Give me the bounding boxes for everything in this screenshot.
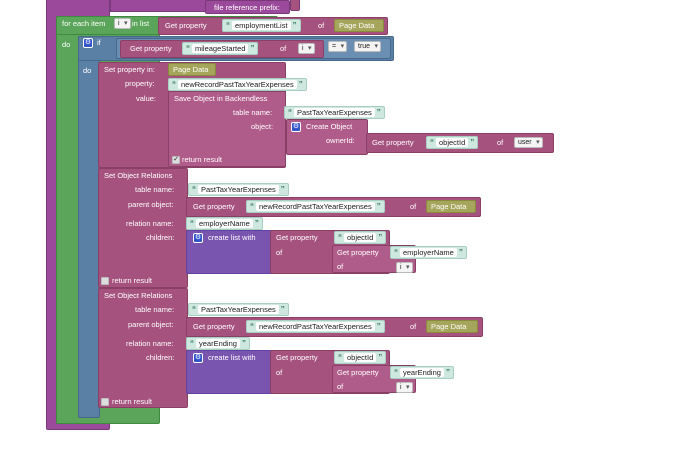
relations-2-deep-var-dropdown[interactable]: i xyxy=(396,382,413,393)
relations-1-relation-string[interactable]: “employerName” xyxy=(186,217,263,230)
create-object-gear-icon[interactable]: ⚙ xyxy=(291,122,301,132)
relations-2-relation-string[interactable]: “yearEnding” xyxy=(186,337,250,350)
if-do-label: do xyxy=(83,66,92,75)
relations-1-create-list-label: create list with xyxy=(208,233,256,242)
relations-2-inner-get-label: Get property xyxy=(276,353,318,362)
create-object-label: Create Object xyxy=(306,122,353,131)
true-value-dropdown[interactable]: true xyxy=(354,41,382,52)
relations-1-deep-of-label: of xyxy=(337,262,344,271)
relations-2-table-name-label: table name: xyxy=(135,305,175,314)
relations-1-title: Set Object Relations xyxy=(104,171,173,180)
relations-1-deep-prop-string[interactable]: “employerName” xyxy=(390,246,467,259)
if-block[interactable] xyxy=(78,36,100,418)
relations-1-table-name-string[interactable]: “PastTaxYearExpenses” xyxy=(188,183,289,196)
save-object-title: Save Object in Backendless xyxy=(174,94,268,103)
relations-1-return-label: return result xyxy=(112,276,153,285)
relations-1-parent-label: parent object: xyxy=(128,200,174,209)
if-label: if xyxy=(97,38,101,47)
set-property-target[interactable]: Page Data xyxy=(168,63,216,76)
relations-2-inner-of-label: of xyxy=(276,368,283,377)
set-property-name-string[interactable]: “newRecordPastTaxYearExpenses” xyxy=(168,78,307,91)
relations-1-deep-get-label: Get property xyxy=(337,248,379,257)
owner-var-dropdown[interactable]: user xyxy=(514,137,543,148)
relations-1-return-checkbox[interactable] xyxy=(101,277,109,285)
relations-1-relation-label: relation name: xyxy=(126,219,174,228)
if-get-property-label: Get property xyxy=(130,44,172,53)
owner-of-label: of xyxy=(497,138,504,147)
loop-page-data-block[interactable]: Page Data xyxy=(334,19,384,32)
save-return-result-checkbox[interactable]: ✓ xyxy=(172,156,180,164)
property-label: property: xyxy=(125,79,155,88)
relations-1-parent-get-label: Get property xyxy=(193,202,235,211)
owner-get-property-label: Get property xyxy=(372,138,414,147)
if-gear-icon[interactable]: ⚙ xyxy=(83,38,93,48)
relations-1-deep-var-dropdown[interactable]: i xyxy=(396,262,413,273)
relations-2-parent-label: parent object: xyxy=(128,320,174,329)
loop-item-dropdown[interactable]: i xyxy=(114,18,131,29)
relations-2-inner-prop-string[interactable]: “objectId” xyxy=(334,351,387,364)
relations-2-table-name-string[interactable]: “PastTaxYearExpenses” xyxy=(188,303,289,316)
relations-2-return-checkbox[interactable] xyxy=(101,398,109,406)
set-relations-block-2[interactable] xyxy=(98,288,188,408)
relations-2-deep-get-label: Get property xyxy=(337,368,379,377)
relations-2-parent-prop-string[interactable]: “newRecordPastTaxYearExpenses” xyxy=(246,320,385,333)
relations-2-deep-of-label: of xyxy=(337,382,344,391)
loop-get-property-label: Get property xyxy=(165,21,207,30)
relations-1-children-label: children: xyxy=(146,233,175,242)
relations-1-parent-prop-string[interactable]: “newRecordPastTaxYearExpenses” xyxy=(246,200,385,213)
loop-do-label: do xyxy=(62,40,71,49)
relations-2-deep-prop-string[interactable]: “yearEnding” xyxy=(390,366,454,379)
save-table-name-string[interactable]: “PastTaxYearExpenses” xyxy=(284,106,385,119)
value-label: value: xyxy=(136,94,157,103)
file-reference-socket[interactable] xyxy=(290,0,300,11)
relations-2-children-label: children: xyxy=(146,353,175,362)
loop-of-label: of xyxy=(318,21,325,30)
relations-2-create-list-label: create list with xyxy=(208,353,256,362)
relations-2-list-gear-icon[interactable]: ⚙ xyxy=(193,353,203,363)
file-reference-row[interactable] xyxy=(205,0,290,14)
for-each-label: for each item xyxy=(62,19,106,28)
relations-2-parent-get-label: Get property xyxy=(193,322,235,331)
file-reference-prefix-label: file reference prefix: xyxy=(214,3,280,12)
relations-1-parent-of-label: of xyxy=(410,202,417,211)
compare-operator-dropdown[interactable]: = xyxy=(328,41,348,52)
relations-1-table-name-label: table name: xyxy=(135,185,175,194)
owner-prop-string[interactable]: “objectId” xyxy=(426,136,479,149)
object-label: object: xyxy=(251,122,274,131)
relations-2-page-data[interactable]: Page Data xyxy=(426,320,478,333)
relations-2-return-label: return result xyxy=(112,397,153,406)
save-table-name-label: table name: xyxy=(233,108,273,117)
relations-1-page-data[interactable]: Page Data xyxy=(426,200,476,213)
outer-function-header[interactable] xyxy=(110,0,210,12)
if-var-dropdown[interactable]: i xyxy=(298,43,315,54)
relations-1-list-gear-icon[interactable]: ⚙ xyxy=(193,233,203,243)
relations-2-title: Set Object Relations xyxy=(104,291,173,300)
relations-2-parent-of-label: of xyxy=(410,322,417,331)
set-property-title: Set property in: xyxy=(104,65,155,74)
loop-property-string[interactable]: “employmentList” xyxy=(222,19,301,32)
if-property-string[interactable]: “mileageStarted” xyxy=(182,42,259,55)
save-object-block[interactable] xyxy=(168,91,286,167)
relations-1-inner-get-label: Get property xyxy=(276,233,318,242)
set-relations-block-1[interactable] xyxy=(98,168,188,288)
save-return-result-label: return result xyxy=(182,155,223,164)
owner-id-label: ownerId: xyxy=(326,136,355,145)
if-of-label: of xyxy=(280,44,287,53)
in-list-label: in list xyxy=(132,19,150,28)
relations-1-inner-prop-string[interactable]: “objectId” xyxy=(334,231,387,244)
relations-2-relation-label: relation name: xyxy=(126,339,174,348)
relations-1-inner-of-label: of xyxy=(276,248,283,257)
